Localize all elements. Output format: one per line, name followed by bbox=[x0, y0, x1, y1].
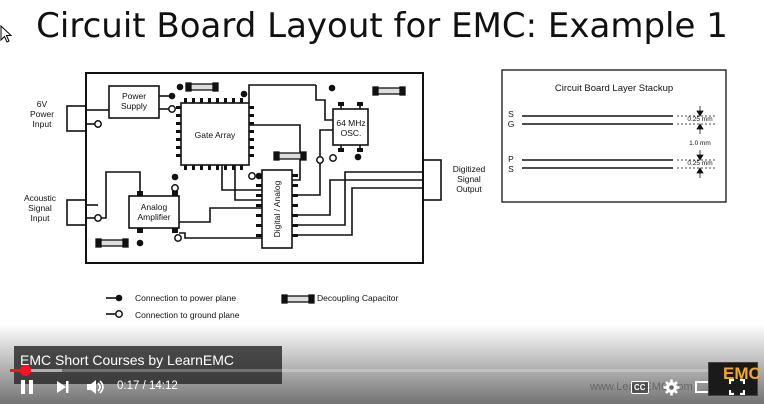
digitized-output-label: Digitized Signal Output bbox=[452, 164, 486, 194]
progress-loaded bbox=[10, 369, 63, 372]
capacitor-icon bbox=[281, 294, 315, 304]
stackup-title: Circuit Board Layer Stackup bbox=[554, 83, 674, 94]
acoustic-input-label: Acoustic Signal Input bbox=[23, 193, 57, 223]
logo-text: EMC bbox=[723, 364, 761, 383]
power-input-label: 6V Power Input bbox=[29, 99, 55, 129]
power-supply-label: Power Supply bbox=[121, 91, 147, 111]
volume-icon bbox=[87, 380, 104, 394]
dim-bottom: 0.25 mm bbox=[687, 160, 713, 167]
legend-power-text: Connection to power plane bbox=[135, 293, 237, 303]
progress-played bbox=[10, 369, 25, 372]
volume-button[interactable] bbox=[86, 378, 106, 396]
layer-s-top: S bbox=[508, 109, 514, 119]
legend-ground-text: Connection to ground plane bbox=[135, 310, 240, 320]
analog-amplifier-label: Analog Amplifier bbox=[137, 202, 171, 222]
ground-plane-icon bbox=[115, 310, 123, 318]
next-icon bbox=[57, 381, 69, 393]
digital-analog-label: Digital / Analog bbox=[272, 180, 282, 238]
oscillator-label: 64 MHz OSC. bbox=[336, 118, 366, 138]
pause-button[interactable] bbox=[20, 378, 34, 396]
channel-logo[interactable]: EMC bbox=[708, 362, 761, 396]
fullscreen-icon bbox=[729, 379, 745, 395]
progress-scrubber[interactable] bbox=[19, 365, 31, 376]
legend-capacitor-text: Decoupling Capacitor bbox=[317, 293, 399, 303]
dim-top: 0.25 mm bbox=[687, 116, 713, 123]
video-title[interactable]: EMC Short Courses by LearnEMC bbox=[14, 346, 282, 384]
captions-button[interactable]: CC bbox=[631, 378, 649, 396]
layer-p: P bbox=[508, 154, 514, 164]
captions-icon: CC bbox=[631, 380, 649, 394]
next-button[interactable] bbox=[56, 378, 70, 396]
gate-array-label: Gate Array bbox=[194, 130, 236, 140]
progress-bar[interactable] bbox=[10, 365, 754, 376]
fullscreen-button[interactable] bbox=[729, 378, 745, 396]
settings-button[interactable] bbox=[663, 378, 680, 396]
dim-mid: 1.0 mm bbox=[689, 140, 711, 147]
slide-title: Circuit Board Layout for EMC: Example 1 bbox=[36, 6, 728, 46]
time-display: 0:17 / 14:12 bbox=[117, 380, 178, 392]
pause-icon bbox=[21, 380, 33, 394]
layer-s-bottom: S bbox=[508, 164, 514, 174]
gear-icon bbox=[663, 379, 680, 395]
layer-g: G bbox=[507, 119, 515, 129]
power-plane-icon bbox=[115, 294, 123, 302]
mouse-cursor-icon bbox=[0, 25, 12, 43]
